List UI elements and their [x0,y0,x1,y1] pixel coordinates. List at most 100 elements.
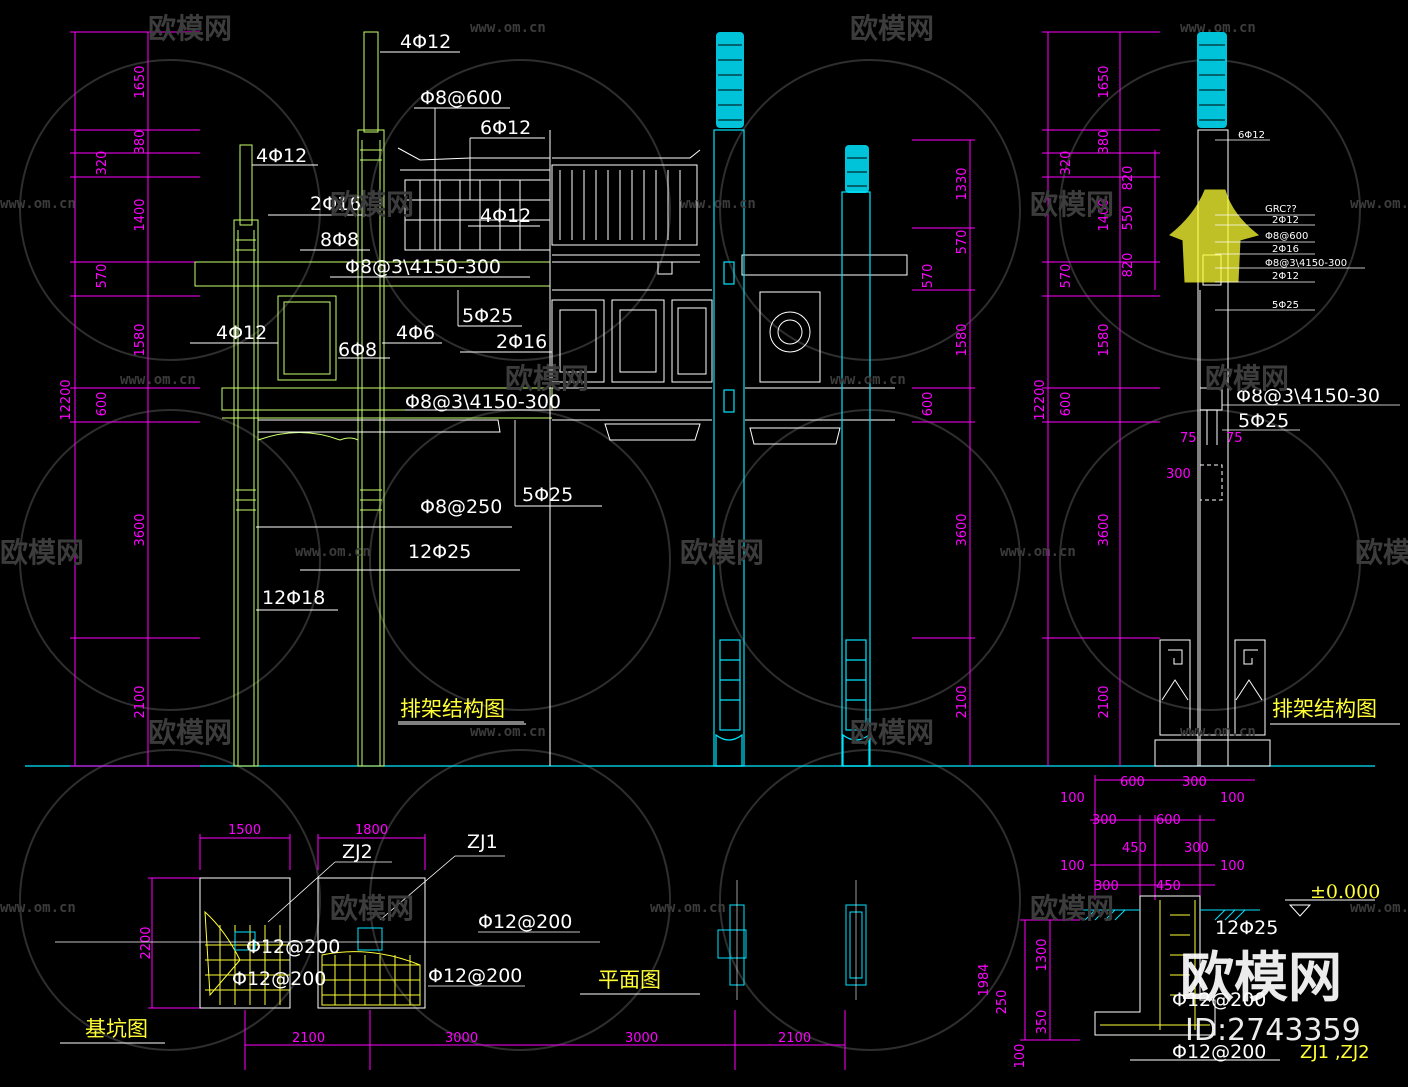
column-plans [717,880,867,1000]
right-finial-pattern [1199,44,1225,121]
fd-300a: 300 [1182,775,1207,790]
watermark-urls: www.om.cn www.om.cn www.om.cn www.om.cn … [0,20,1408,916]
watermark-brands: 欧模网 欧模网 欧模网 欧模网 欧模网 欧模网 欧模网 欧模网 欧模网 欧模网 … [0,12,1408,925]
title-frame-left: 排架结构图 [400,697,505,721]
right-dim-820a: 820 [1121,166,1136,191]
column-finials [716,32,869,193]
r-dim-75a: 75 [1180,431,1197,446]
dim-1500: 1500 [228,823,261,838]
right-dim-2100: 2100 [1097,685,1112,718]
wm-url-11: www.om.cn [1180,724,1256,740]
wm-url-7: www.om.cn [830,372,906,388]
fd-600a: 600 [1120,775,1145,790]
wm-url-3: www.om.cn [0,196,76,212]
left-dim-12200: 12200 [59,379,74,420]
wm-url-8: www.om.cn [295,544,371,560]
label-4phi12-top: 4Φ12 [400,31,451,53]
wm-url-12: www.om.cn [0,900,76,916]
wm-brand-5: 欧模网 [505,362,589,395]
label-12phi18: 12Φ18 [262,587,325,609]
right-dim-600: 600 [1059,392,1074,417]
dim-2200: 2200 [139,926,154,959]
label-zj1: ZJ1 [467,831,498,853]
middle-dimension-chain [912,139,975,766]
fd-rebar3: Φ12@200 [1172,1041,1266,1063]
r-dim-300: 300 [1166,467,1191,482]
right-dim-1580: 1580 [1097,323,1112,356]
right-dim-3600: 3600 [1097,513,1112,546]
label-4phi12-col: 4Φ12 [256,145,307,167]
fd-100a: 100 [1060,791,1085,806]
fd-rebar1: 12Φ25 [1215,917,1278,939]
wm-brand-12: 欧模网 [330,892,414,925]
left-frame-structure [194,31,553,767]
right-dim-820b: 820 [1121,253,1136,278]
label-phi8-4150-b: Φ8@3\4150-300 [405,391,561,413]
wm-url-14: www.om.cn [1350,900,1408,916]
r-phi8-4150: Φ8@3\4150-300 [1265,258,1347,269]
title-frame-right: 排架结构图 [1272,697,1377,721]
label-6phi8: 6Φ8 [338,339,377,361]
right-dim-1400: 1400 [1097,198,1112,231]
wm-brand-7: 欧模网 [0,536,84,569]
r-phi8-4150-large: Φ8@3\4150-30 [1236,385,1380,407]
r-2phi12a: 2Φ12 [1272,215,1299,226]
wm-url-5: www.om.cn [1350,196,1408,212]
dim-3000a: 3000 [445,1031,478,1046]
watermark-circles [19,59,1361,1051]
fd-300b: 300 [1092,813,1117,828]
fd-250: 250 [995,990,1010,1015]
label-4phi12-left: 4Φ12 [216,322,267,344]
r-5phi25: 5Φ25 [1272,300,1299,311]
right-dim-1650: 1650 [1097,65,1112,98]
wm-brand-1: 欧模网 [148,12,232,45]
wm-id: ID:2743359 [1185,1013,1361,1048]
left-roof-outline [258,130,551,766]
left-dim-3600: 3600 [133,513,148,546]
label-2phi16-a: 2Φ16 [310,193,361,215]
footing-dim-lines [1020,775,1255,1041]
mid-dim-1330: 1330 [955,167,970,200]
left-dim-320: 320 [95,151,110,176]
right-column-finial [1197,32,1227,128]
dim-1800: 1800 [355,823,388,838]
fd-450b: 450 [1156,879,1181,894]
label-6phi12: 6Φ12 [480,117,531,139]
fd-300c: 300 [1184,841,1209,856]
label-12phi25: 12Φ25 [408,541,471,563]
dim-2100a: 2100 [292,1031,325,1046]
wm-brand-3: 欧模网 [330,188,414,221]
right-dim-550: 550 [1121,206,1136,231]
wm-brand-6: 欧模网 [1205,362,1289,395]
foundation-pits [199,877,426,1009]
fd-100d: 100 [1220,859,1245,874]
left-dim-1400: 1400 [133,198,148,231]
foundation-plan-dim-texts: 1500 1800 2200 2100 3000 3000 2100 [139,823,811,1046]
wm-brand-2: 欧模网 [850,12,934,45]
right-dim-320: 320 [1059,151,1074,176]
fd-1300: 1300 [1035,938,1050,971]
label-phi8-4150-a: Φ8@3\4150-300 [345,256,501,278]
fd-100b: 100 [1220,791,1245,806]
drawing-titles: 排架结构图 排架结构图 平面图 基坑图 [85,697,1377,1041]
r-5phi25-large: 5Φ25 [1238,410,1289,432]
r-dim-75b: 75 [1226,431,1243,446]
wm-brand-10: 欧模网 [148,716,232,749]
foundation-plan-dims [148,834,846,1070]
r-phi8-600: Φ8@600 [1265,231,1308,242]
fd-caption: ZJ1 ,ZJ2 [1300,1042,1370,1063]
fd-rebar2: Φ12@200 [1172,989,1266,1011]
mid-dim-1580: 1580 [955,323,970,356]
left-dim-570: 570 [95,264,110,289]
label-5phi25-a: 5Φ25 [462,305,513,327]
fd-100c: 100 [1060,859,1085,874]
right-leaders [1215,139,1400,431]
right-dim-380: 380 [1097,130,1112,155]
right-large-labels: Φ8@3\4150-30 5Φ25 [1236,385,1380,432]
left-dim-1650: 1650 [133,65,148,98]
mid-dim-3600: 3600 [955,513,970,546]
r-2phi12b: 2Φ12 [1272,271,1299,282]
label-found-phi12-b: Φ12@200 [246,936,340,958]
left-dim-600: 600 [95,392,110,417]
r-grc: GRC?? [1265,204,1297,215]
